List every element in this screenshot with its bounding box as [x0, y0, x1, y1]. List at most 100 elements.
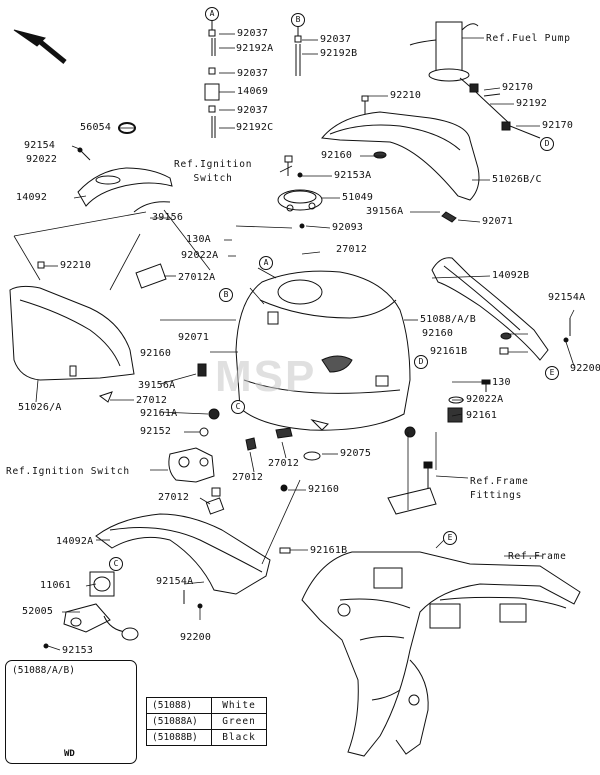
breather-hose-stack-b	[294, 24, 302, 76]
part-label-92170-b[interactable]: 92170	[542, 120, 574, 131]
ref-fuel-pump[interactable]: Ref.Fuel Pump	[486, 33, 571, 44]
callout-a-top: A	[205, 7, 219, 21]
ref-ignition-switch[interactable]: Ref.Ignition Switch	[6, 466, 130, 477]
part-label-92037-c[interactable]: 92037	[237, 105, 269, 116]
part-label-130[interactable]: 130	[492, 377, 511, 388]
watermark-text: MSP	[215, 352, 317, 401]
part-label-92200-b[interactable]: 92200	[180, 632, 212, 643]
color-name-cell: White	[211, 697, 267, 714]
part-label-92160-left[interactable]: 92160	[140, 348, 172, 359]
callout-e-right: E	[545, 366, 559, 380]
part-label-27012-b1[interactable]: 27012	[232, 472, 264, 483]
callout-d-fuel: D	[540, 137, 554, 151]
part-label-92192c[interactable]: 92192C	[236, 122, 274, 133]
part-label-92161b-right[interactable]: 92161B	[430, 346, 468, 357]
part-label-51049[interactable]: 51049	[342, 192, 374, 203]
part-label-92192a[interactable]: 92192A	[236, 43, 274, 54]
part-label-11061[interactable]: 11061	[40, 580, 72, 591]
part-label-92160-top[interactable]: 92160	[321, 150, 353, 161]
part-label-27012-top[interactable]: 27012	[336, 244, 368, 255]
part-label-92154a-right[interactable]: 92154A	[548, 292, 586, 303]
part-label-92192[interactable]: 92192	[516, 98, 548, 109]
color-table-row: (51088) White	[146, 697, 267, 714]
part-label-92152[interactable]: 92152	[140, 426, 172, 437]
ignition-switch-ref	[168, 447, 221, 497]
inset-wd-label: WD	[64, 749, 75, 759]
cap-trim-cover	[77, 122, 173, 213]
part-label-92153[interactable]: 92153	[62, 645, 94, 656]
part-label-27012-b3[interactable]: 27012	[158, 492, 190, 503]
left-side-cover	[9, 261, 167, 403]
part-label-51088ab[interactable]: 51088/A/B	[420, 314, 476, 325]
part-label-39156[interactable]: 39156	[152, 212, 184, 223]
part-label-92154a-b[interactable]: 92154A	[156, 576, 194, 587]
part-label-92022a-left[interactable]: 92022A	[181, 250, 219, 261]
callout-a-tank: A	[259, 256, 273, 270]
part-label-92071-top[interactable]: 92071	[482, 216, 514, 227]
part-label-92071-mid[interactable]: 92071	[178, 332, 210, 343]
part-label-51026bc[interactable]: 51026B/C	[492, 174, 542, 185]
color-table-row: (51088A) Green	[146, 713, 267, 730]
part-label-92160-b[interactable]: 92160	[308, 484, 340, 495]
fuel-cap	[277, 155, 323, 229]
inset-title: (51088/A/B)	[12, 665, 75, 676]
ref-frame[interactable]: Ref.Frame	[508, 551, 567, 562]
part-label-14069[interactable]: 14069	[237, 86, 269, 97]
color-name-cell: Black	[211, 729, 267, 746]
part-label-27012-b2[interactable]: 27012	[268, 458, 300, 469]
callout-e-frame: E	[443, 531, 457, 545]
part-label-92037-d[interactable]: 92037	[320, 34, 352, 45]
part-label-92093[interactable]: 92093	[332, 222, 364, 233]
color-code-cell: (51088)	[146, 697, 212, 714]
tank-color-table: (51088) White (51088A) Green (51088B) Bl…	[146, 697, 267, 746]
part-label-14092[interactable]: 14092	[16, 192, 48, 203]
part-label-27012-left[interactable]: 27012	[136, 395, 168, 406]
part-label-39156a-left[interactable]: 39156A	[138, 380, 176, 391]
part-label-92160-right[interactable]: 92160	[422, 328, 454, 339]
callout-b-top: B	[291, 13, 305, 27]
ref-ignition-switch-top[interactable]: Ref.Ignition Switch	[174, 159, 253, 184]
upper-tank-cover	[321, 95, 480, 223]
callout-b-tank: B	[219, 288, 233, 302]
fuel-pump-ref	[409, 21, 541, 139]
fuel-tank	[197, 270, 416, 461]
part-label-92022[interactable]: 92022	[26, 154, 58, 165]
part-label-39156a-top[interactable]: 39156A	[366, 206, 404, 217]
color-table-row: (51088B) Black	[146, 729, 267, 746]
frame-ref	[301, 461, 581, 757]
front-direction-arrow	[13, 29, 67, 64]
right-trim-cover	[431, 257, 571, 423]
part-label-56054[interactable]: 56054	[80, 122, 112, 133]
color-code-cell: (51088A)	[146, 713, 212, 730]
part-label-92200-right[interactable]: 92200	[570, 363, 600, 374]
callout-c-bottom: C	[109, 557, 123, 571]
part-label-92075[interactable]: 92075	[340, 448, 372, 459]
leader-lines	[13, 33, 575, 651]
part-label-92161a[interactable]: 92161A	[140, 408, 178, 419]
part-label-27012a[interactable]: 27012A	[178, 272, 216, 283]
part-label-92161b-b[interactable]: 92161B	[310, 545, 348, 556]
part-label-51026a[interactable]: 51026/A	[18, 402, 62, 413]
breather-hose-stack-a	[204, 20, 220, 138]
part-label-130a[interactable]: 130A	[186, 234, 211, 245]
part-label-14092a[interactable]: 14092A	[56, 536, 94, 547]
part-label-92037-b[interactable]: 92037	[237, 68, 269, 79]
part-label-14092b[interactable]: 14092B	[492, 270, 530, 281]
part-label-92161[interactable]: 92161	[466, 410, 498, 421]
lower-tank-cover	[95, 484, 291, 609]
part-label-92192b[interactable]: 92192B	[320, 48, 358, 59]
part-label-92022a-right[interactable]: 92022A	[466, 394, 504, 405]
ref-frame-fittings[interactable]: Ref.Frame Fittings	[470, 476, 529, 501]
part-label-92170-a[interactable]: 92170	[502, 82, 534, 93]
part-label-52005[interactable]: 52005	[22, 606, 54, 617]
tank-variant-inset: (51088/A/B) WD	[5, 660, 137, 764]
part-label-92210-left[interactable]: 92210	[60, 260, 92, 271]
part-label-92154[interactable]: 92154	[24, 140, 56, 151]
part-label-92153a[interactable]: 92153A	[334, 170, 372, 181]
part-label-92210-top[interactable]: 92210	[390, 90, 422, 101]
color-name-cell: Green	[211, 713, 267, 730]
part-label-92037-a[interactable]: 92037	[237, 28, 269, 39]
color-code-cell: (51088B)	[146, 729, 212, 746]
